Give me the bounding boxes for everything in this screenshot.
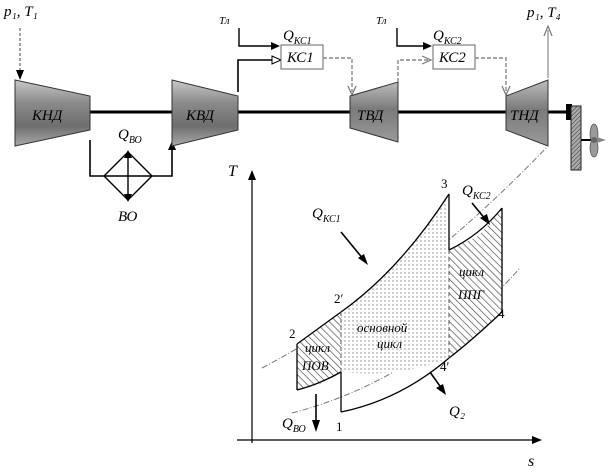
fuel2-label: Тл — [376, 15, 387, 27]
outlet-state-label: p₁, T₄ — [526, 5, 561, 21]
point-1: 1 — [336, 419, 343, 434]
q2-label: Q₂ — [449, 404, 465, 420]
main-cycle-label-1: основной — [357, 320, 408, 335]
cycle-outline — [296, 193, 503, 413]
intercool-cycle-label-1: цикл — [305, 340, 330, 355]
propeller-icon — [589, 123, 606, 158]
fuel2-line — [396, 28, 427, 47]
inlet-state-label: p₁, T₁ — [3, 4, 38, 20]
intercooler-exchanger — [103, 150, 153, 202]
intercooler-heat-label: QВО — [118, 127, 142, 146]
cc1-combustor — [280, 44, 324, 70]
shaft-bearing — [570, 105, 582, 171]
fuel1-line — [238, 28, 275, 47]
cc1-to-hpt-line — [323, 57, 353, 92]
cc1-heat-label: QКС1 — [283, 28, 312, 47]
intercool-cycle-region — [297, 312, 341, 390]
point-2: 2 — [289, 326, 296, 341]
shaft-coupling — [566, 104, 572, 120]
t-axis-label: T — [228, 163, 238, 180]
lpc-compressor — [14, 79, 91, 147]
reheat-cycle-label-1: цикл — [459, 264, 484, 279]
reheat-cycle-label-2: ППГ — [457, 287, 485, 302]
outlet-arrow — [543, 24, 553, 78]
cc2-combustor — [432, 44, 476, 70]
lpc-label: КНД — [31, 108, 64, 124]
q-cc2-label: QКС2 — [462, 183, 491, 202]
q-ic-label: QВО — [282, 416, 306, 435]
q-cc1-arrow — [340, 231, 365, 261]
reheat-cycle-region — [449, 208, 502, 358]
intercooler-label: ВО — [118, 209, 137, 225]
cc2-label: КС2 — [438, 50, 466, 66]
inlet-arrow — [16, 28, 24, 80]
point-4: 4 — [498, 306, 505, 321]
cc2-to-lpt-line — [475, 57, 507, 92]
cc1-label: КС1 — [286, 50, 314, 66]
main-cycle-label-2: цикл — [377, 336, 402, 351]
q-cc1-label: QКС1 — [312, 206, 341, 225]
main-cycle-region — [341, 194, 449, 374]
hpt-to-cc2-line — [397, 59, 428, 82]
hpc-compressor — [171, 79, 239, 147]
lpt-label: ТНД — [510, 108, 540, 124]
hpc-label: КВД — [185, 108, 215, 124]
point-4prime: 4′ — [440, 359, 450, 374]
intercool-cycle-label-2: ПОВ — [301, 358, 329, 373]
point-2prime: 2′ — [334, 291, 344, 306]
hpt-label: ТВД — [357, 108, 385, 124]
hpc-to-cc1-line — [237, 59, 278, 92]
hpt-turbine — [349, 81, 399, 143]
fuel1-label: Тл — [219, 15, 230, 27]
cc2-heat-label: QКС2 — [433, 28, 462, 47]
point-3: 3 — [441, 176, 448, 191]
s-axis-label: s — [528, 453, 534, 467]
